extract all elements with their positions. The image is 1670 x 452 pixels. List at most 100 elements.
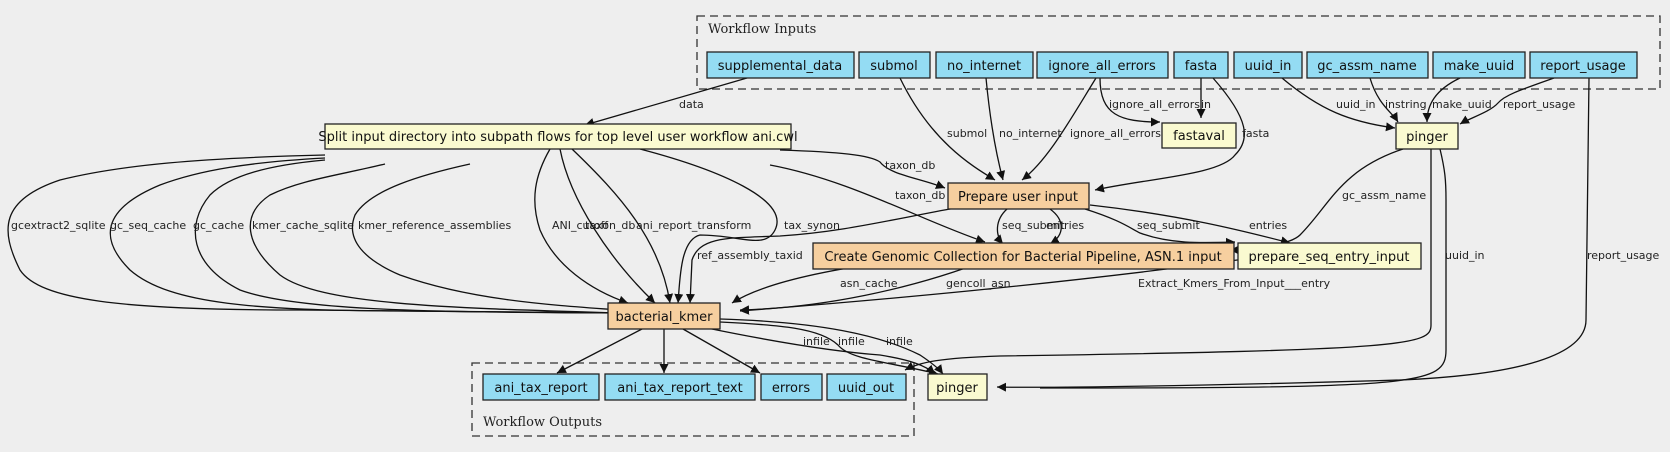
step-node-prepare-user-input[interactable]: Prepare user input [947, 182, 1090, 210]
step-node-fastaval[interactable]: fastaval [1161, 122, 1237, 149]
output-node-uuid-out[interactable]: uuid_out [826, 373, 907, 401]
svg-text:uuid_out: uuid_out [838, 381, 894, 396]
edge-taxon-db-gencoll [769, 164, 986, 244]
step-node-prepare-seq-entry-input[interactable]: prepare_seq_entry_input [1237, 242, 1422, 270]
edge-uuid-in-bottom [1039, 148, 1447, 389]
edge-label-fasta: fasta [1242, 127, 1269, 140]
step-nodes: Split input directory into subpath flows… [318, 122, 1459, 401]
edge-label-taxon-db-kmer: taxon_db [585, 219, 635, 232]
edge-infile-1 [706, 327, 936, 375]
edge-label-ignore-fastaval: ignore_all_errors [1109, 98, 1200, 111]
edge-entries-prep [1089, 204, 1291, 246]
edge-label-submol: submol [947, 127, 987, 140]
svg-text:report_usage: report_usage [1540, 59, 1625, 74]
input-node-no-internet[interactable]: no_internet [935, 51, 1034, 79]
svg-text:errors: errors [772, 381, 810, 396]
step-node-split[interactable]: Split input directory into subpath flows… [318, 123, 798, 150]
edge-kmer-reference-assemblies [351, 163, 621, 314]
svg-text:Create Genomic Collection for: Create Genomic Collection for Bacterial … [824, 250, 1221, 265]
edges: data submol no_internet ignore_all_error… [7, 77, 1660, 392]
input-node-uuid-in[interactable]: uuid_in [1233, 51, 1303, 79]
step-node-pinger-bottom[interactable]: pinger [927, 373, 988, 401]
input-node-ignore-all-errors[interactable]: ignore_all_errors [1036, 51, 1169, 79]
edge-kmer-cache-sqlite [249, 163, 621, 318]
svg-text:ani_tax_report_text: ani_tax_report_text [617, 381, 742, 396]
svg-text:pinger: pinger [1406, 130, 1448, 145]
edge-label-seq-submit-prep: seq_submit [1137, 219, 1200, 232]
output-node-ani-tax-report[interactable]: ani_tax_report [482, 373, 600, 401]
input-node-report-usage[interactable]: report_usage [1529, 51, 1638, 79]
edge-report-usage-bottom [996, 77, 1590, 392]
edge-label-ref-assembly-taxid: ref_assembly_taxid [697, 249, 803, 262]
svg-text:pinger: pinger [936, 381, 978, 396]
svg-text:ignore_all_errors: ignore_all_errors [1048, 59, 1156, 74]
edge-label-taxon-db-prepare: taxon_db [885, 159, 935, 172]
edge-label-gc-cache: gc_cache [193, 219, 244, 232]
edge-label-make-uuid: make_uuid [1432, 98, 1492, 111]
edge-label-gc-seq-cache: gc_seq_cache [110, 219, 186, 232]
edge-ignore-fastaval [1099, 77, 1161, 127]
input-node-fasta[interactable]: fasta [1173, 51, 1229, 79]
input-nodes: supplemental_data submol no_internet ign… [706, 51, 1638, 79]
edge-uuid-in [1281, 77, 1396, 132]
edge-instring [1369, 77, 1399, 123]
svg-text:ani_tax_report: ani_tax_report [494, 381, 587, 396]
edge-label-infile-2: infile [838, 335, 865, 348]
edge-label-entries-gencoll: entries [1046, 219, 1084, 232]
edge-seq-submit-gencoll [993, 208, 1008, 245]
edge-label-gc-assm-name: gc_assm_name [1342, 189, 1426, 202]
edge-gcextract2-sqlite [7, 154, 621, 318]
input-node-make-uuid[interactable]: make_uuid [1432, 51, 1526, 79]
edge-label-gencoll-asn: gencoll_asn [946, 277, 1011, 290]
output-node-ani-tax-report-text[interactable]: ani_tax_report_text [604, 373, 756, 401]
edge-label-no-internet: no_internet [999, 127, 1062, 140]
edge-ani-report-transform [571, 148, 674, 304]
output-node-errors[interactable]: errors [760, 373, 823, 401]
edge-label-taxon-db-gencoll: taxon_db [895, 189, 945, 202]
edge-label-uuid-in-bottom: uuid_in [1445, 249, 1485, 262]
cluster-outputs-label: Workflow Outputs [483, 415, 602, 430]
edge-label-extract-entry: Extract_Kmers_From_Input___entry [1138, 277, 1331, 290]
edge-report-usage [1459, 77, 1555, 125]
edge-taxon-db-kmer [559, 148, 656, 304]
edge-label-infile-1: infile [803, 335, 830, 348]
edge-label-in: in [1201, 98, 1211, 111]
edge-no-internet [985, 77, 1006, 181]
edge-label-tax-synon: tax_synon [784, 219, 840, 232]
svg-text:bacterial_kmer: bacterial_kmer [615, 310, 713, 325]
edge-label-kmer-cache-sqlite: kmer_cache_sqlite [252, 219, 354, 232]
step-node-pinger-top[interactable]: pinger [1395, 122, 1459, 150]
edge-label-ani-report-transform: ani_report_transform [636, 219, 751, 232]
edge-label-report-usage-bottom: report_usage [1587, 249, 1660, 262]
edge-kmer-ani-tax-report [556, 328, 643, 374]
svg-text:uuid_in: uuid_in [1245, 59, 1292, 74]
cluster-workflow-outputs: Workflow Outputs [471, 362, 915, 437]
step-node-bacterial-kmer[interactable]: bacterial_kmer [607, 302, 721, 330]
edge-label-entries-prep: entries [1249, 219, 1287, 232]
input-node-gc-assm-name[interactable]: gc_assm_name [1306, 51, 1429, 79]
input-node-supplemental-data[interactable]: supplemental_data [706, 51, 855, 79]
svg-text:submol: submol [870, 59, 918, 74]
edge-label-seq-submit-gencoll: seq_submit [1002, 219, 1065, 232]
edge-pinger-uuid-out [904, 149, 1432, 371]
input-node-submol[interactable]: submol [858, 51, 931, 79]
edge-ignore-prepare [1021, 77, 1097, 181]
edge-infile-2 [719, 321, 939, 377]
svg-text:gc_assm_name: gc_assm_name [1317, 59, 1416, 74]
output-nodes: ani_tax_report ani_tax_report_text error… [482, 373, 907, 401]
edge-gc-seq-cache [109, 157, 621, 318]
edge-data [584, 77, 748, 127]
edge-make-uuid [1422, 77, 1461, 123]
svg-text:fastaval: fastaval [1173, 129, 1225, 144]
edge-taxon-db-prepare [779, 149, 946, 189]
edge-label-report-usage: report_usage [1503, 98, 1576, 111]
edge-kmer-errors [682, 328, 761, 374]
edge-gc-cache [194, 159, 621, 318]
svg-text:fasta: fasta [1185, 59, 1217, 74]
cluster-inputs-label: Workflow Inputs [708, 22, 816, 37]
edge-ref-assembly-taxid [685, 207, 956, 304]
step-node-create-genomic-collection[interactable]: Create Genomic Collection for Bacterial … [812, 242, 1235, 270]
edge-infile-3 [719, 318, 944, 375]
edge-ani-cutoff [534, 148, 629, 305]
